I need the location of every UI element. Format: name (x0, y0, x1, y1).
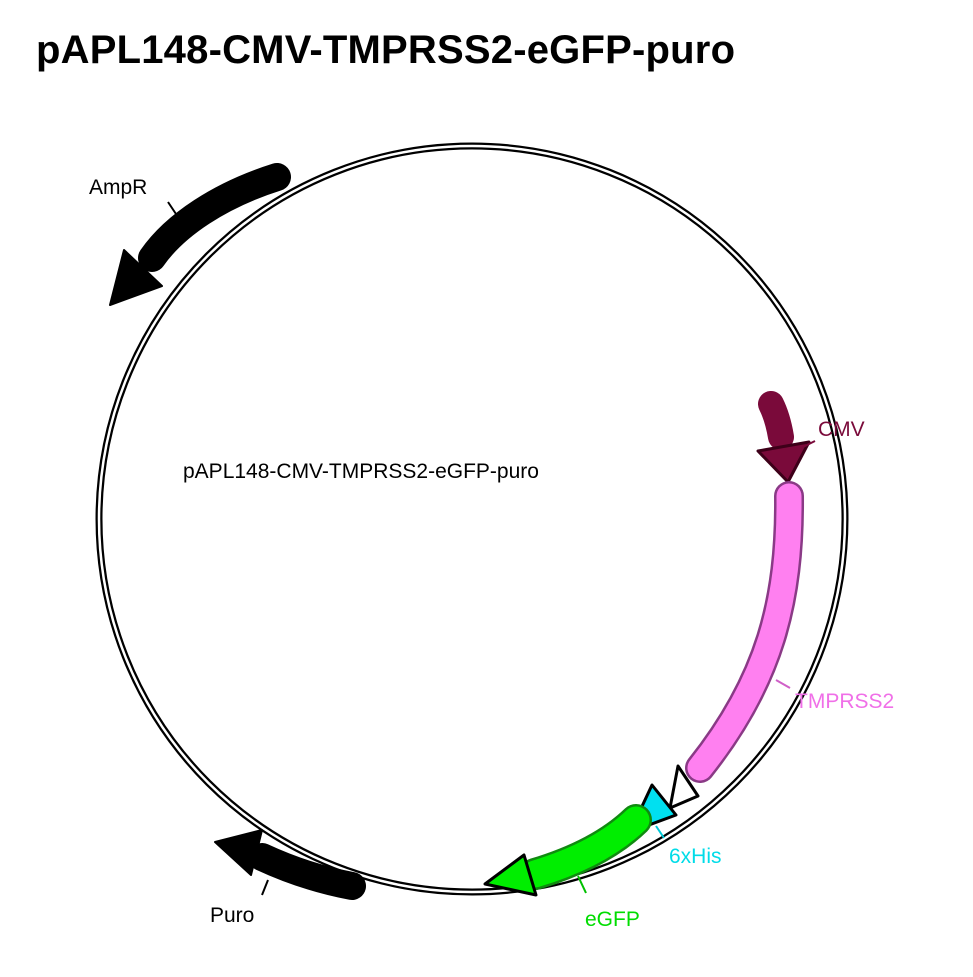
egfp-arc (521, 806, 650, 888)
tmprss2-label: TMPRSS2 (795, 690, 894, 713)
feature-cmv[interactable]: CMV (756, 391, 865, 484)
cmv-arc (758, 391, 794, 450)
his-label-leader (655, 825, 665, 839)
puro-label: Puro (210, 904, 254, 927)
ampr-arrowhead (109, 249, 163, 306)
tmprss2-label-leader (775, 679, 791, 689)
egfp-arrowhead (483, 853, 538, 897)
tmprss2-arrowhead (668, 764, 700, 810)
page-title: pAPL148-CMV-TMPRSS2-eGFP-puro (36, 28, 736, 72)
his-label: 6xHis (669, 845, 722, 868)
cmv-arrowhead (756, 440, 811, 484)
feature-ampr[interactable]: AmpR (89, 163, 291, 306)
puro-arrowhead (214, 829, 263, 876)
cmv-label: CMV (818, 418, 865, 441)
ampr-label-leader (167, 201, 179, 218)
puro-arc (248, 843, 366, 900)
plasmid-backbone (95, 142, 849, 896)
feature-tmprss2[interactable]: TMPRSS2 (668, 481, 894, 810)
tmprss2-arc (687, 483, 802, 781)
ampr-arc (138, 163, 291, 272)
feature-egfp[interactable]: eGFP (483, 804, 652, 931)
feature-puro[interactable]: Puro (210, 829, 366, 927)
egfp-label: eGFP (585, 908, 640, 931)
cmv-label-leader (802, 440, 816, 448)
plasmid-backbone-inner (97, 144, 847, 894)
plasmid-name-label: pAPL148-CMV-TMPRSS2-eGFP-puro (183, 460, 539, 483)
egfp-label-leader (577, 875, 587, 894)
puro-label-leader (261, 879, 269, 896)
ampr-label: AmpR (89, 176, 147, 199)
